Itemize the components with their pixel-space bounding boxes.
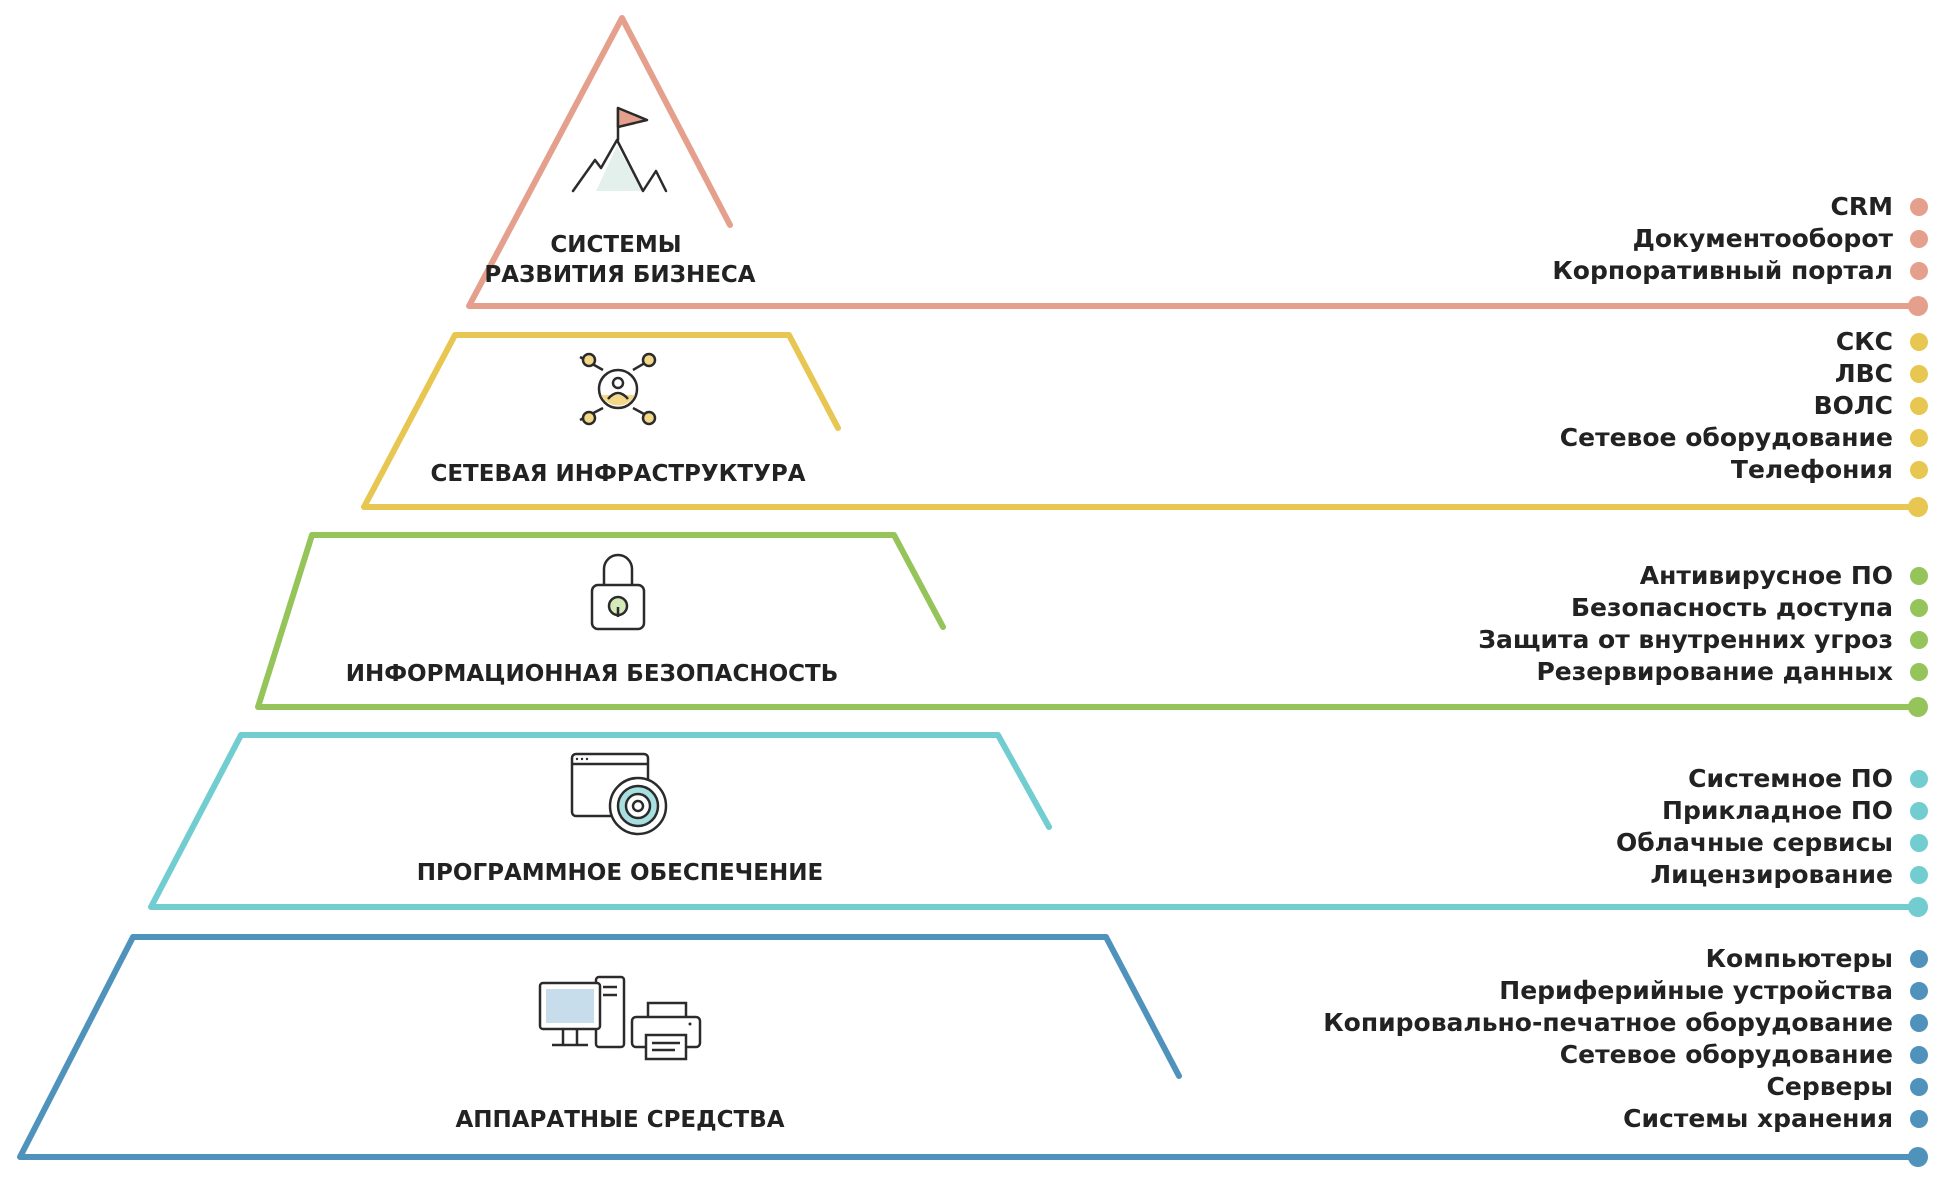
layer-item-label: Периферийные устройства (1499, 976, 1893, 1005)
layer-item-label: Системы хранения (1623, 1104, 1893, 1133)
layer-item-bullet (1910, 866, 1928, 884)
layer-item-label: Телефония (1731, 455, 1893, 484)
layer-item-label: ВОЛС (1814, 391, 1893, 420)
layer-hardware: АППАРАТНЫЕ СРЕДСТВА Компьютеры Периферий… (17, 934, 1928, 1167)
layer-item-label: Серверы (1767, 1072, 1893, 1101)
layer-item-bullet (1910, 950, 1928, 968)
layer-item-bullet (1910, 397, 1928, 415)
layer-business-outline (466, 15, 1921, 309)
layer-item-bullet (1910, 834, 1928, 852)
software-disc-icon (570, 752, 668, 836)
layer-business-items: CRM Документооборот Корпоративный портал (1552, 192, 1928, 285)
layer-item-label: Компьютеры (1706, 944, 1893, 973)
layer-item-label: Резервирование данных (1536, 657, 1893, 686)
layer-item-label: Безопасность доступа (1571, 593, 1893, 622)
layer-item-bullet (1910, 333, 1928, 351)
layer-item-label: Прикладное ПО (1662, 796, 1893, 825)
layer-item-bullet (1910, 365, 1928, 383)
layer-hardware-items: Компьютеры Периферийные устройства Копир… (1323, 944, 1928, 1133)
layer-item-bullet (1910, 1014, 1928, 1032)
layer-item-label: Сетевое оборудование (1560, 423, 1893, 452)
layer-hardware-end-dot (1908, 1147, 1928, 1167)
layer-network: СЕТЕВАЯ ИНФРАСТРУКТУРА СКС ЛВС ВОЛС Сете… (361, 327, 1928, 517)
layer-item-label: Лицензирование (1650, 860, 1893, 889)
layer-item-bullet (1910, 262, 1928, 280)
layer-item-bullet (1910, 567, 1928, 585)
layer-item-bullet (1910, 429, 1928, 447)
layer-item-label: Сетевое оборудование (1560, 1040, 1893, 1069)
layer-item-label: Документооборот (1633, 224, 1894, 253)
layer-item-label: Облачные сервисы (1616, 828, 1893, 857)
layer-item-bullet (1910, 1046, 1928, 1064)
layer-security: ИНФОРМАЦИОННАЯ БЕЗОПАСНОСТЬ Антивирусное… (255, 532, 1928, 717)
layer-network-items: СКС ЛВС ВОЛС Сетевое оборудование Телефо… (1560, 327, 1928, 484)
layer-business-end-dot (1908, 296, 1928, 316)
layer-item-label: Антивирусное ПО (1640, 561, 1893, 590)
layer-item-label: Копировально-печатное оборудование (1323, 1008, 1893, 1037)
layer-item-bullet (1910, 802, 1928, 820)
layer-software-items: Системное ПО Прикладное ПО Облачные серв… (1616, 764, 1928, 889)
layer-item-label: Защита от внутренних угроз (1478, 625, 1893, 654)
layer-business-title: СИСТЕМЫ РАЗВИТИЯ БИЗНЕСА (484, 232, 755, 288)
computer-printer-icon (538, 975, 702, 1061)
layer-item-bullet (1910, 230, 1928, 248)
layer-hardware-title: АППАРАТНЫЕ СРЕДСТВА (455, 1107, 784, 1133)
padlock-icon (590, 553, 646, 631)
layer-security-items: Антивирусное ПО Безопасность доступа Защ… (1478, 561, 1928, 686)
layer-item-label: СКС (1836, 327, 1893, 356)
layer-item-bullet (1910, 599, 1928, 617)
network-hub-icon (579, 352, 657, 426)
layer-security-end-dot (1908, 697, 1928, 717)
layer-network-end-dot (1908, 497, 1928, 517)
layer-hardware-outline (17, 934, 1921, 1160)
layer-item-bullet (1910, 1078, 1928, 1096)
layer-item-label: Системное ПО (1688, 764, 1893, 793)
layer-business-title-line-1: СИСТЕМЫ (550, 232, 681, 258)
layer-security-outline (255, 532, 1921, 710)
layer-item-bullet (1910, 770, 1928, 788)
layer-item-bullet (1910, 982, 1928, 1000)
layer-network-outline (361, 332, 1921, 510)
layer-item-label: CRM (1831, 192, 1893, 221)
mountain-flag-icon (571, 106, 668, 193)
layer-item-bullet (1910, 198, 1928, 216)
layer-item-bullet (1910, 631, 1928, 649)
layer-software: ПРОГРАММНОЕ ОБЕСПЕЧЕНИЕ Системное ПО При… (148, 732, 1928, 917)
layer-item-label: ЛВС (1835, 359, 1893, 388)
layer-item-bullet (1910, 663, 1928, 681)
layer-item-label: Корпоративный портал (1552, 256, 1893, 285)
layer-software-title: ПРОГРАММНОЕ ОБЕСПЕЧЕНИЕ (417, 860, 823, 886)
layer-network-title: СЕТЕВАЯ ИНФРАСТРУКТУРА (430, 461, 805, 487)
layer-software-end-dot (1908, 897, 1928, 917)
layer-security-title: ИНФОРМАЦИОННАЯ БЕЗОПАСНОСТЬ (346, 661, 839, 687)
layer-item-bullet (1910, 1110, 1928, 1128)
layer-business-title-line-2: РАЗВИТИЯ БИЗНЕСА (484, 262, 755, 288)
layer-software-outline (148, 732, 1921, 910)
layer-business: СИСТЕМЫ РАЗВИТИЯ БИЗНЕСА CRM Документооб… (466, 15, 1928, 316)
layer-item-bullet (1910, 461, 1928, 479)
